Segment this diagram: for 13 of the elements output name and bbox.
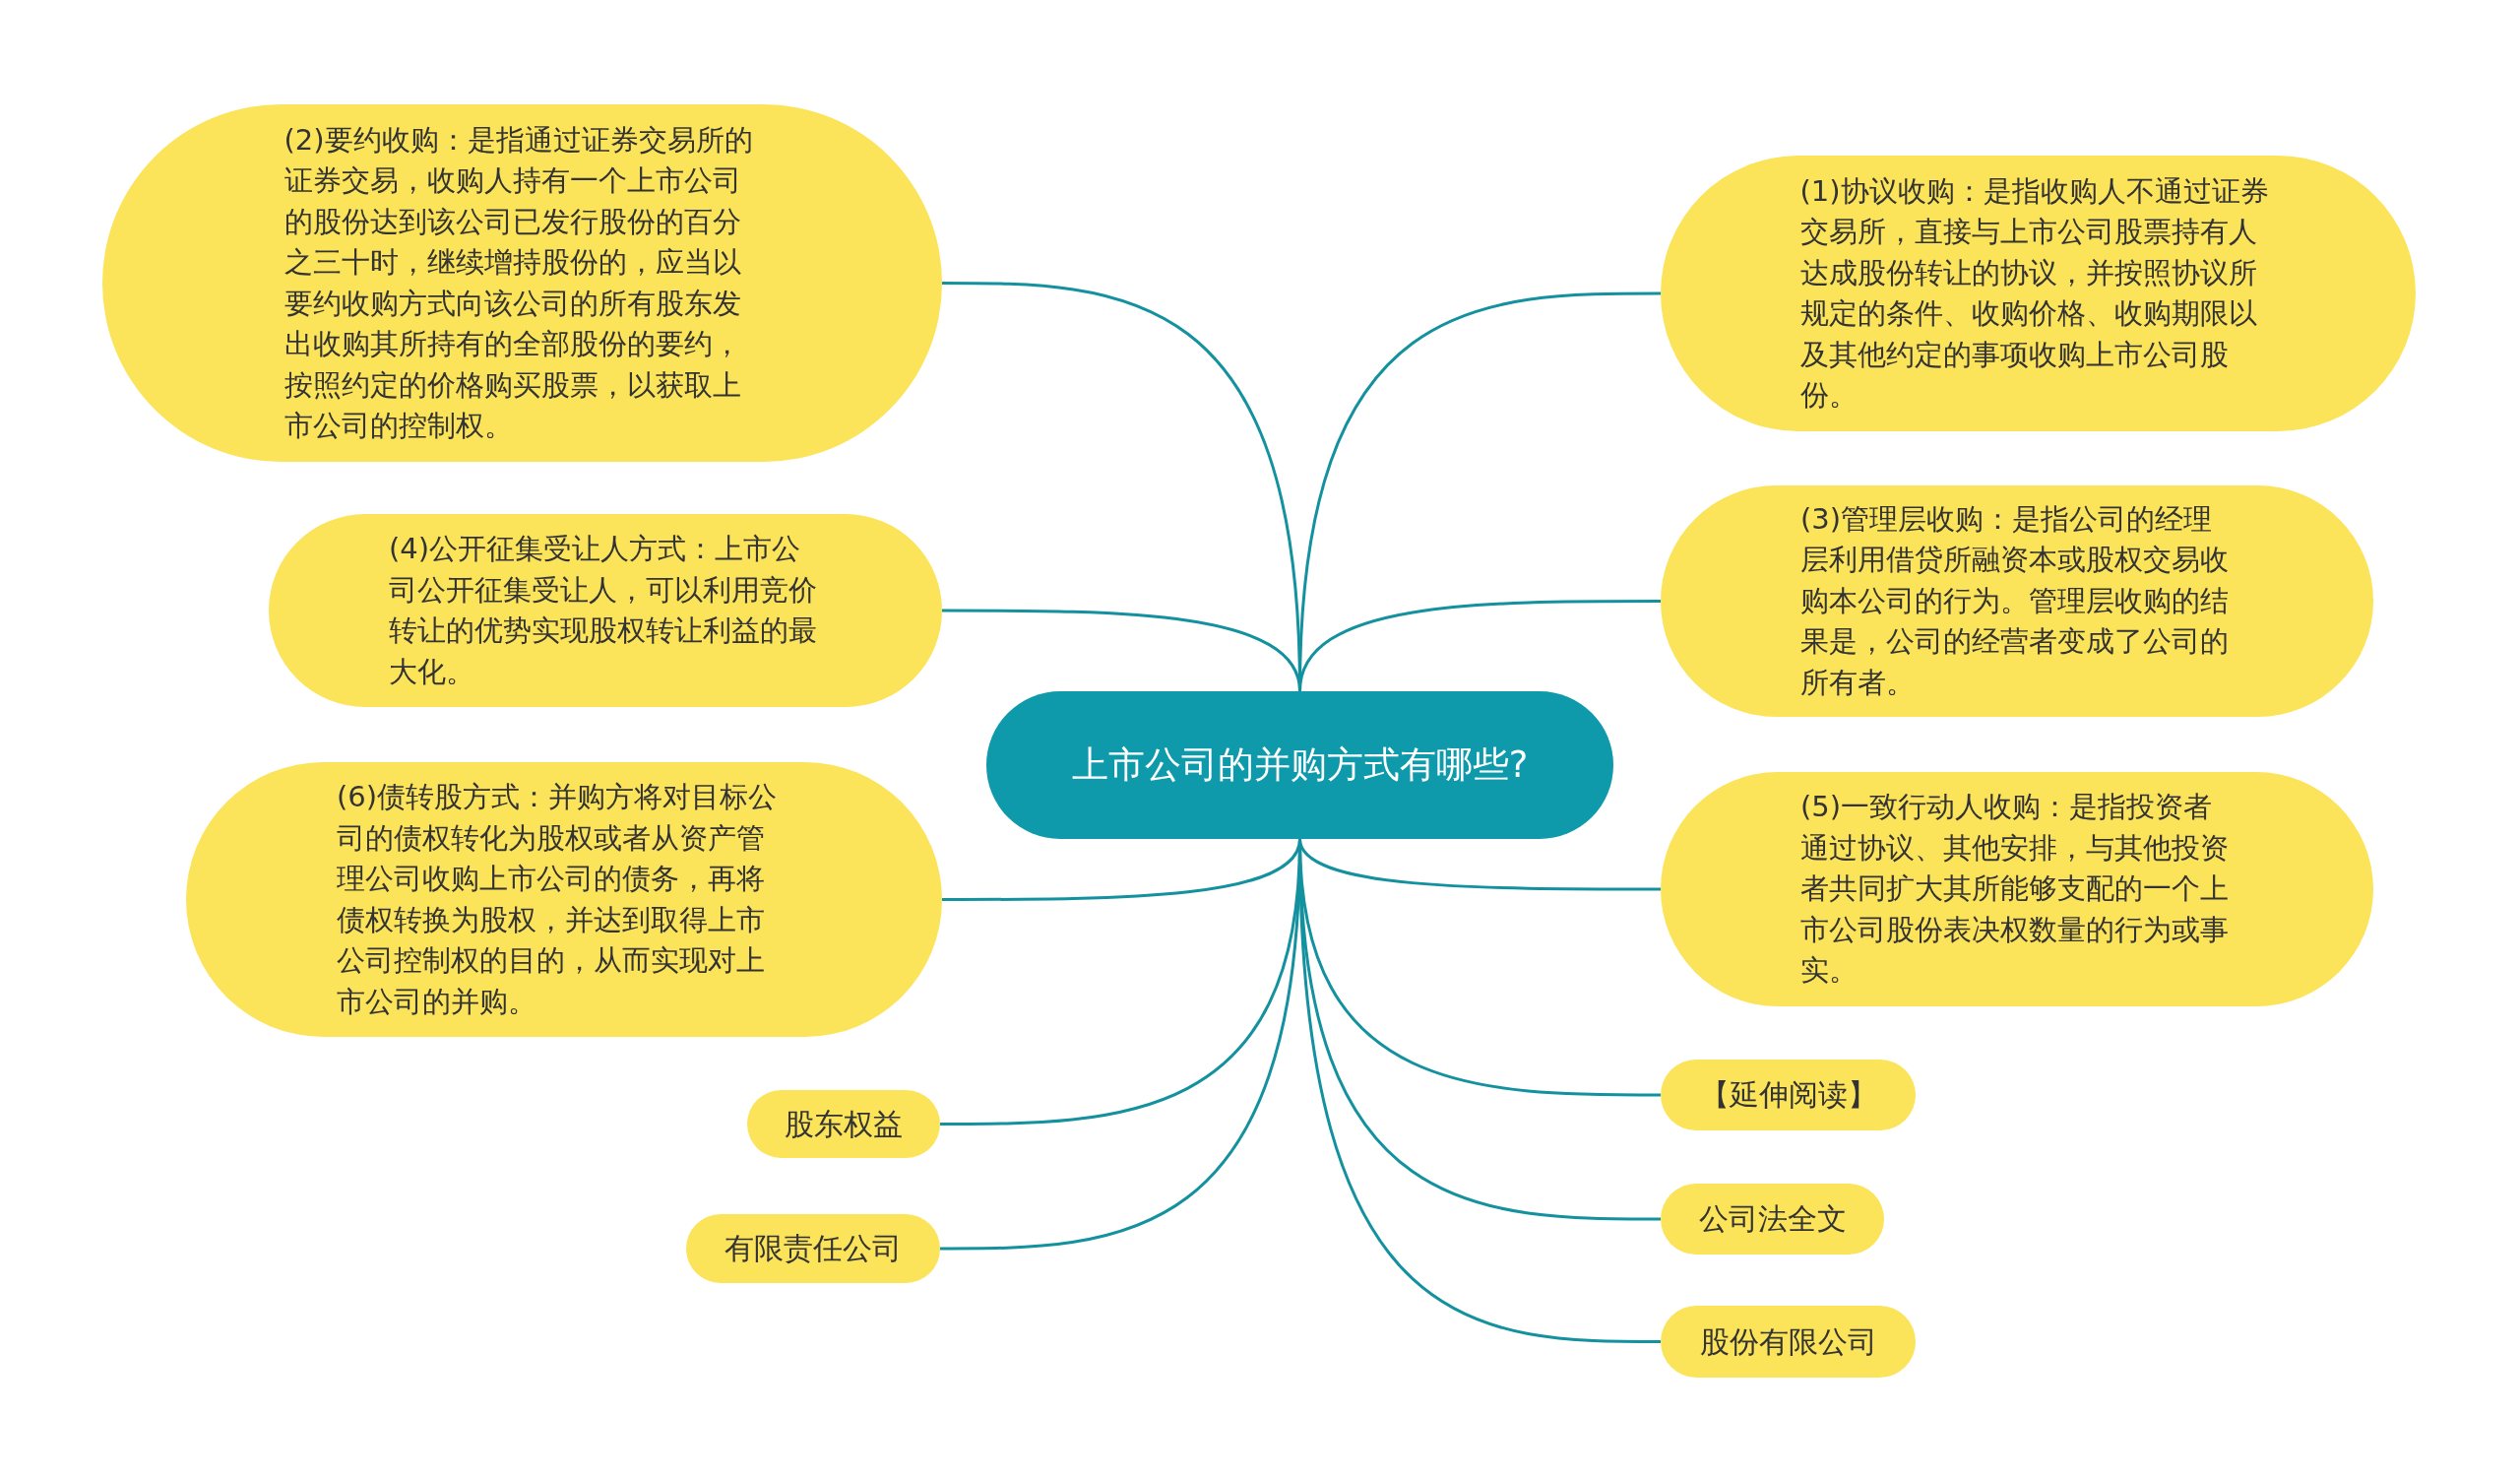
topic-text: 有限责任公司 (724, 1230, 902, 1268)
topic-text: 股份有限公司 (1699, 1322, 1877, 1361)
topic-text: (1)协议收购：是指收购人不通过证券交易所，直接与上市公司股票持有人达成股份转让的协议，并按照协议所规定的条件、收购价格、收购期限以及其他约定的事项收购上市公司股份。 (1799, 172, 2270, 414)
topic-text: 股东权益 (785, 1105, 903, 1143)
title-text: 上市公司的并购方式有哪些? (1070, 742, 1530, 788)
connector-line (942, 609, 1301, 692)
topic-text: (4)公开征集受让人方式：上市公司公开征集受让人，可以利用竞价转让的优势实现股权转让利益的最大化。 (389, 531, 818, 690)
topic-text: (5)一致行动人收购：是指投资者通过协议、其他安排，与其他投资者共同扩大其所能够支配的一个上市公司股份表决权数量的行为或事实。 (1800, 789, 2230, 990)
topic-text: (3)管理层收购：是指公司的经理层利用借贷所融资本或股权交易收购本公司的行为。管理层收购的结果是，公司的经营者变成了公司的所有者。 (1800, 500, 2230, 701)
topic-text: 【延伸阅读】 (1699, 1076, 1877, 1115)
topic-text: (2)要约收购：是指通过证券交易所的证券交易，收购人持有一个上市公司的股份达到该公司已发行股份的百分之三十时，继续增持股份的，应当以要约收购方式向该公司的所有股东发出收购其所持有的全部股份的要约，按照约定的价格购买股票，以获取上市公司的控制权。 (284, 121, 754, 444)
topic-text: (6)债转股方式：并购方将对目标公司的债权转化为股权或者从资产管理公司收购上市公司的债务，再将债权转换为股权，并达到取得上市公司控制权的目的，从而实现对上市公司的并购。 (337, 779, 779, 1020)
topic-text: 公司法全文 (1698, 1200, 1847, 1239)
